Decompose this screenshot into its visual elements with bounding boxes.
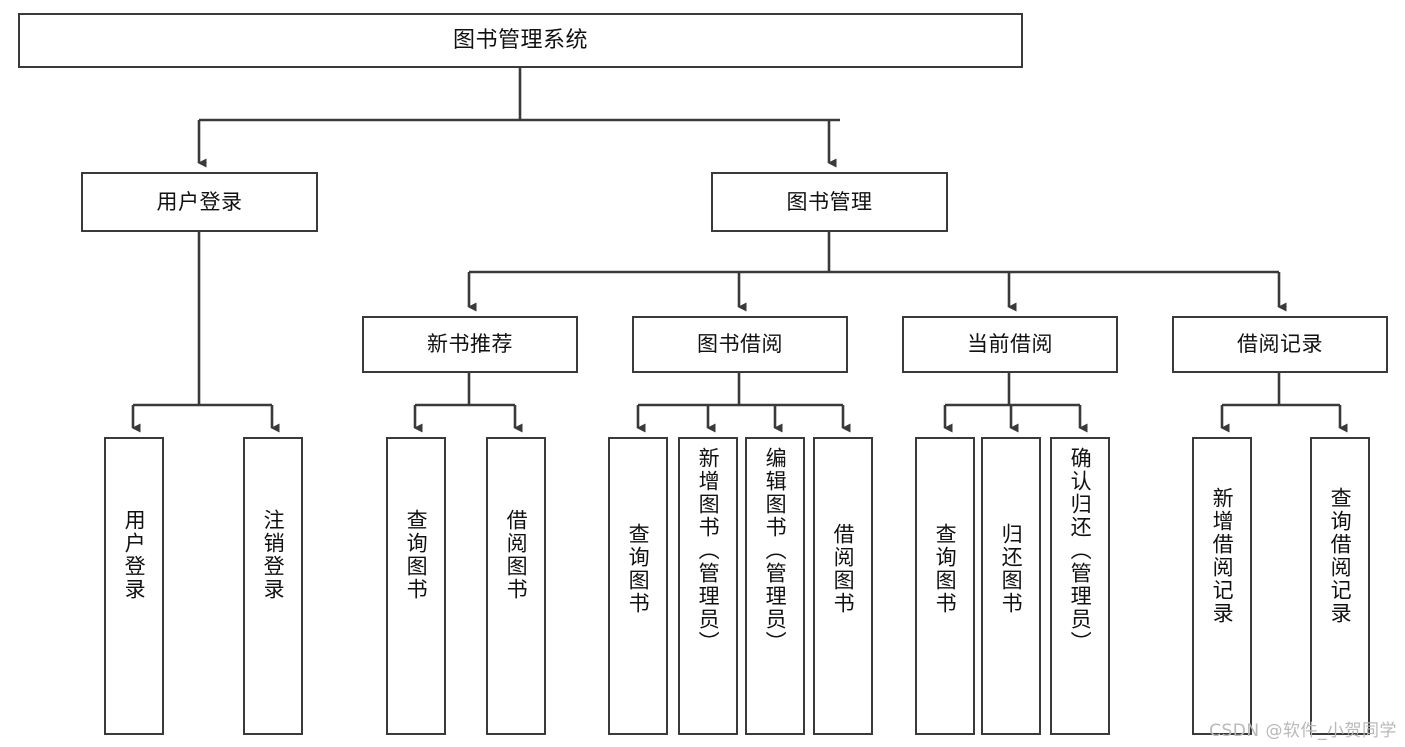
node-leaf-return-book[interactable]: 归还图书 — [981, 437, 1041, 735]
node-leaf-query-book-1[interactable]: 查询图书 — [386, 437, 446, 735]
node-leaf-confirm-return[interactable]: 确认归还（管理员） — [1050, 437, 1110, 735]
node-book-manage-label: 图书管理 — [786, 189, 873, 214]
node-leaf-user-login[interactable]: 用户登录 — [104, 437, 164, 735]
node-leaf-add-book-label: 新增图书（管理员） — [696, 447, 721, 654]
node-leaf-edit-book-label: 编辑图书（管理员） — [763, 447, 788, 654]
node-leaf-query-book-1-label: 查询图书 — [404, 509, 429, 601]
node-root[interactable]: 图书管理系统 — [18, 13, 1023, 68]
node-new-book-recommend-label: 新书推荐 — [427, 332, 513, 357]
node-leaf-logout[interactable]: 注销登录 — [243, 437, 303, 735]
node-leaf-query-book-3-label: 查询图书 — [933, 523, 958, 615]
node-new-book-recommend[interactable]: 新书推荐 — [362, 316, 578, 373]
node-user-login-label: 用户登录 — [156, 189, 243, 214]
node-borrow-record-label: 借阅记录 — [1237, 332, 1323, 357]
node-leaf-borrow-book-1[interactable]: 借阅图书 — [486, 437, 546, 735]
node-user-login[interactable]: 用户登录 — [81, 172, 318, 232]
node-leaf-edit-book[interactable]: 编辑图书（管理员） — [745, 437, 805, 735]
node-book-manage[interactable]: 图书管理 — [711, 172, 948, 232]
node-root-label: 图书管理系统 — [452, 27, 588, 53]
node-current-borrow[interactable]: 当前借阅 — [902, 316, 1118, 373]
node-leaf-logout-label: 注销登录 — [261, 509, 286, 601]
node-current-borrow-label: 当前借阅 — [967, 332, 1053, 357]
node-leaf-query-book-3[interactable]: 查询图书 — [915, 437, 975, 735]
node-leaf-query-book-2-label: 查询图书 — [626, 523, 651, 615]
node-leaf-borrow-book-1-label: 借阅图书 — [504, 509, 529, 601]
node-leaf-add-record[interactable]: 新增借阅记录 — [1192, 437, 1252, 735]
node-leaf-return-book-label: 归还图书 — [999, 523, 1024, 615]
node-leaf-user-login-label: 用户登录 — [122, 509, 147, 601]
node-book-borrow[interactable]: 图书借阅 — [632, 316, 848, 373]
node-leaf-query-record[interactable]: 查询借阅记录 — [1310, 437, 1370, 735]
node-leaf-borrow-book-2-label: 借阅图书 — [831, 523, 856, 615]
node-borrow-record[interactable]: 借阅记录 — [1172, 316, 1388, 373]
node-leaf-add-record-label: 新增借阅记录 — [1210, 487, 1235, 625]
node-leaf-add-book[interactable]: 新增图书（管理员） — [678, 437, 738, 735]
node-leaf-borrow-book-2[interactable]: 借阅图书 — [813, 437, 873, 735]
watermark: CSDN @软件_小贺同学 — [1209, 721, 1397, 741]
node-leaf-query-book-2[interactable]: 查询图书 — [608, 437, 668, 735]
node-leaf-query-record-label: 查询借阅记录 — [1328, 487, 1353, 625]
node-leaf-confirm-return-label: 确认归还（管理员） — [1068, 447, 1093, 654]
node-book-borrow-label: 图书借阅 — [697, 332, 783, 357]
